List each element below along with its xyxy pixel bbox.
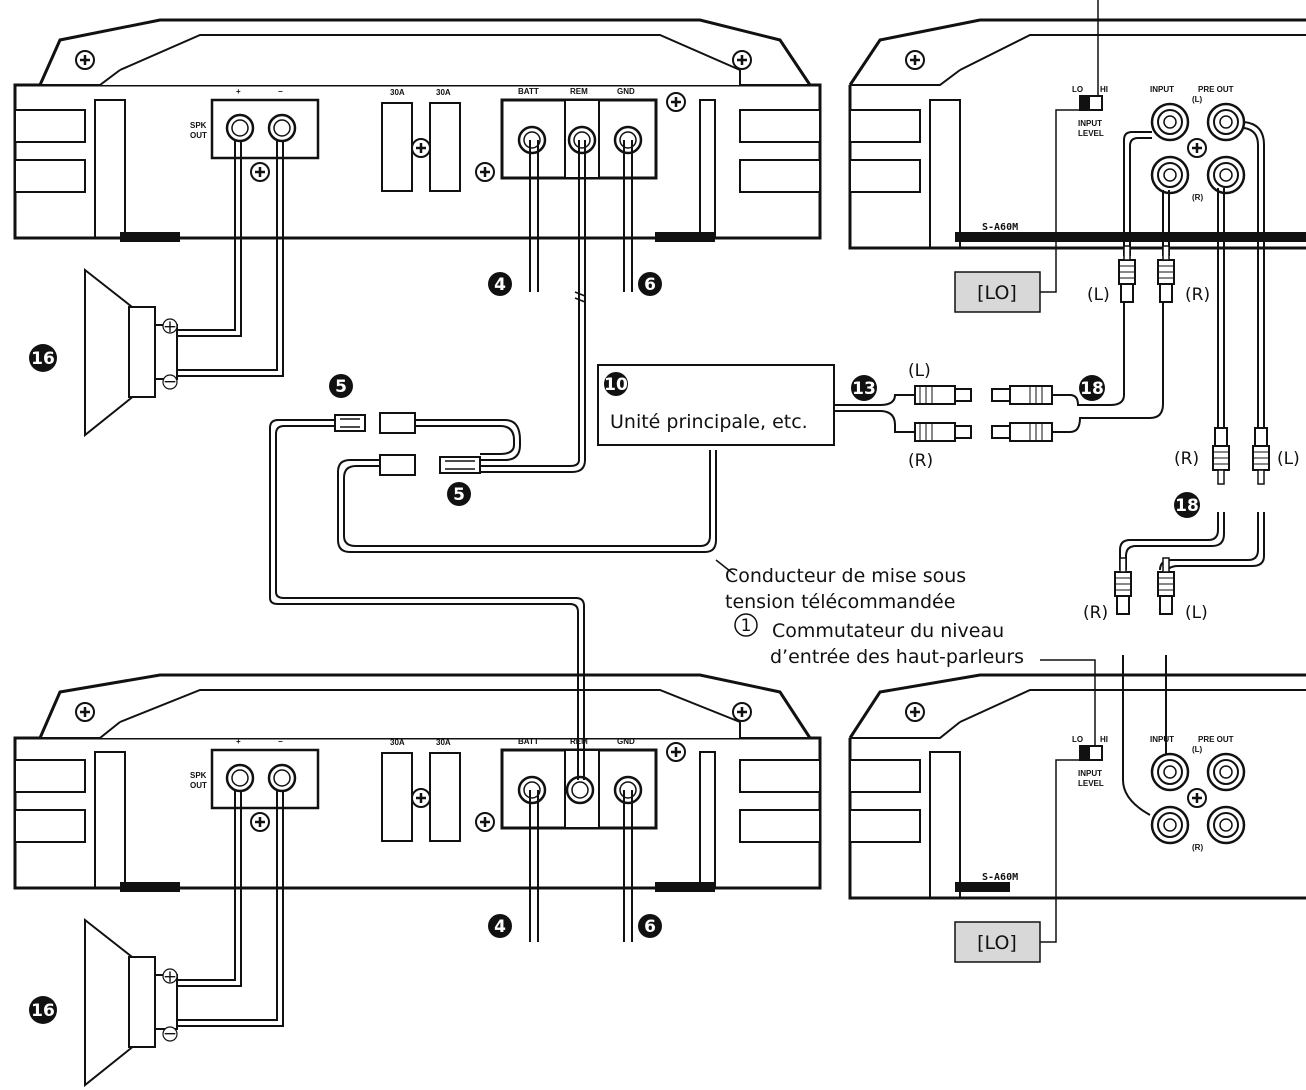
fuse-label: 30A <box>436 738 451 747</box>
label-r: (R) <box>1083 603 1108 623</box>
badge-16: 16 <box>31 1001 55 1021</box>
leader-lines <box>574 0 1099 943</box>
batt-label: BATT <box>518 737 539 746</box>
model-label: S-A60M <box>982 222 1018 233</box>
gnd-label: GND <box>617 87 635 96</box>
rem-label: REM <box>570 87 588 96</box>
rem-label: REM <box>570 737 588 746</box>
fuse-label: 30A <box>390 88 405 97</box>
minus-sign: − <box>163 1024 177 1044</box>
spk-out-label-2: OUT <box>190 131 207 140</box>
label-l: (L) <box>1277 449 1300 469</box>
fuse-connectors <box>334 412 481 476</box>
badge-4: 4 <box>494 275 506 295</box>
plus-sign: + <box>163 967 177 987</box>
badge-5: 5 <box>335 377 347 397</box>
badge-10: 10 <box>604 375 628 395</box>
amplifier-1: + − SPK OUT 30A 30A BATT REM GND <box>13 18 822 242</box>
input-level-1: INPUT <box>1078 769 1102 778</box>
amplifier-2: LO HI INPUT LEVEL INPUT PRE OUT (L) (R) … <box>848 18 1306 250</box>
ch-l-label: (L) <box>1192 745 1203 754</box>
input-level-1: INPUT <box>1078 119 1102 128</box>
amplifier-3: + − SPK OUT 30A 30A BATT REM GND <box>13 673 822 892</box>
model-label: S-A60M <box>982 872 1018 883</box>
number-badges: 4 6 4 6 5 5 16 16 10 13 18 18 <box>29 272 1200 1024</box>
spk-out-label-2: OUT <box>190 781 207 790</box>
batt-label: BATT <box>518 87 539 96</box>
switch-number: 1 <box>741 616 752 636</box>
speaker-polarity-labels: + − + − <box>162 317 178 1044</box>
switch-desc-2: d’entrée des haut-parleurs <box>770 646 1024 668</box>
badge-6: 6 <box>644 275 656 295</box>
fuse-label: 30A <box>390 738 405 747</box>
speaker-1 <box>84 269 178 436</box>
badge-4: 4 <box>494 917 506 937</box>
remote-lead-label-1: Conducteur de mise sous <box>725 565 966 587</box>
switch-desc-1: Commutateur du niveau <box>772 620 1004 642</box>
lo-box-bottom: [LO] <box>954 921 1041 963</box>
input-level-2: LEVEL <box>1078 779 1104 788</box>
spk-out-label-1: SPK <box>190 771 207 780</box>
badge-16: 16 <box>31 349 55 369</box>
label-r: (R) <box>1174 449 1199 469</box>
spk-minus-label: − <box>278 87 283 96</box>
switch-lo: LO <box>1072 85 1083 94</box>
label-l: (L) <box>908 361 931 381</box>
wires-amp1 <box>175 140 633 473</box>
switch-lo: LO <box>1072 735 1083 744</box>
remote-wiring <box>269 419 717 780</box>
label-r: (R) <box>1185 285 1210 305</box>
fuse-label: 30A <box>436 88 451 97</box>
ch-r-label: (R) <box>1192 193 1203 202</box>
pre-out-label: PRE OUT <box>1198 85 1234 94</box>
badge-13: 13 <box>852 379 876 399</box>
badge-5: 5 <box>453 485 465 505</box>
badge-6: 6 <box>644 917 656 937</box>
ch-r-label: (R) <box>1192 843 1203 852</box>
wires-amp3 <box>175 790 633 1027</box>
plus-sign: + <box>163 317 177 337</box>
spk-plus-label: + <box>236 737 241 746</box>
amplifier-4: LO HI INPUT LEVEL INPUT PRE OUT (L) (R) … <box>848 673 1306 900</box>
input-label: INPUT <box>1150 85 1174 94</box>
badge-18: 18 <box>1175 496 1199 516</box>
pre-out-label: PRE OUT <box>1198 735 1234 744</box>
label-r: (R) <box>908 451 933 471</box>
head-unit-box <box>597 364 835 446</box>
lo-label: [LO] <box>977 932 1017 954</box>
spk-out-label-1: SPK <box>190 121 207 130</box>
switch-hi: HI <box>1100 85 1108 94</box>
input-label: INPUT <box>1150 735 1174 744</box>
rca-cables <box>834 121 1265 816</box>
ch-l-label: (L) <box>1192 95 1203 104</box>
gnd-label: GND <box>617 737 635 746</box>
spk-plus-label: + <box>236 87 241 96</box>
minus-sign: − <box>163 372 177 392</box>
lo-box-top: [LO] <box>954 271 1041 313</box>
speaker-2 <box>84 919 178 1086</box>
spk-minus-label: − <box>278 737 283 746</box>
label-l: (L) <box>1185 603 1208 623</box>
lo-label: [LO] <box>977 282 1017 304</box>
head-unit-label: Unité principale, etc. <box>610 411 808 433</box>
remote-lead-label-2: tension télécommandée <box>725 591 955 613</box>
label-l: (L) <box>1087 285 1110 305</box>
input-level-2: LEVEL <box>1078 129 1104 138</box>
rca-plugs-horizontal <box>914 385 1053 442</box>
switch-hi: HI <box>1100 735 1108 744</box>
badge-18: 18 <box>1080 379 1104 399</box>
text-labels: Unité principale, etc. Conducteur de mis… <box>610 285 1300 668</box>
